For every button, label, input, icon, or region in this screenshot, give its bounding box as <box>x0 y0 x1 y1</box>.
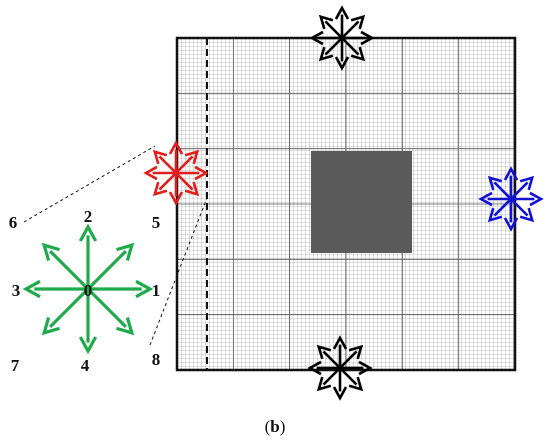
direction-label-1: 1 <box>152 281 161 300</box>
stencil-arrow-shaft-5 <box>510 181 529 200</box>
stencil-arrow-shaft-6 <box>322 350 341 369</box>
detail-stencil-icon <box>22 223 154 355</box>
stencil-arrow-head-5 <box>184 149 200 165</box>
caption-close: ) <box>280 417 286 436</box>
stencil-arrow-shaft-6 <box>493 181 512 200</box>
stencil-arrow-head-8 <box>350 46 366 62</box>
caption-open: ( <box>265 417 271 436</box>
stencil-arrow-shaft-5 <box>339 350 358 369</box>
stencil-arrow-shaft-8 <box>175 172 194 191</box>
stencil-arrow-head-4 <box>334 56 350 71</box>
simulation-domain <box>175 36 517 372</box>
top-wall-stencil-icon <box>309 5 375 71</box>
stencil-arrow-head-1 <box>360 30 375 46</box>
stencil-arrow-head-3 <box>143 165 158 181</box>
stencil-arrow-shaft-5 <box>175 155 194 174</box>
stencil-arrow-shaft-8 <box>339 367 358 386</box>
stencil-arrow-head-3 <box>309 30 324 46</box>
stencil-arrow-head-7 <box>41 317 60 336</box>
stencil-arrow-head-2 <box>503 166 519 181</box>
stencil-arrow-head-1 <box>358 360 373 376</box>
stencil-arrow-shaft-6 <box>324 20 343 39</box>
stencil-arrow-head-4 <box>503 217 519 232</box>
stencil-arrow-head-8 <box>184 181 200 197</box>
inlet-stencil-icon <box>143 140 209 206</box>
stencil-arrow-head-7 <box>318 46 334 62</box>
stencil-arrow-shaft-8 <box>341 37 360 56</box>
stencil-arrow-head-2 <box>334 5 350 20</box>
stencil-arrow-head-4 <box>168 191 184 206</box>
stencil-arrow-head-5 <box>350 14 366 30</box>
stencil-arrow-shaft-5 <box>341 20 360 39</box>
stencil-arrow-head-5 <box>116 242 135 261</box>
zoom-line-top <box>23 145 156 223</box>
stencil-arrow-head-7 <box>487 207 503 223</box>
stencil-arrow-head-5 <box>348 344 364 360</box>
stencil-arrow-head-6 <box>41 242 60 261</box>
stencil-arrow-head-8 <box>519 207 535 223</box>
stencil-arrow-shaft-7 <box>322 367 341 386</box>
stencil-arrow-shaft-7 <box>158 172 177 191</box>
stencil-arrow-shaft-6 <box>158 155 177 174</box>
stencil-arrow-head-2 <box>78 223 98 242</box>
zoom-connector <box>23 145 208 346</box>
stencil-arrow-head-3 <box>307 360 322 376</box>
stencil-arrow-head-6 <box>152 149 168 165</box>
obstacle-square <box>311 151 412 253</box>
stencil-arrow-shaft-7 <box>493 198 512 217</box>
outlet-stencil-icon <box>478 166 544 232</box>
bottom-wall-stencil-icon <box>307 335 373 401</box>
stencil-arrow-head-6 <box>487 175 503 191</box>
stencil-arrow-shaft-8 <box>510 198 529 217</box>
direction-label-2: 2 <box>84 207 93 226</box>
figure-caption: (b) <box>265 417 286 436</box>
direction-label-8: 8 <box>152 350 161 369</box>
direction-label-3: 3 <box>12 281 21 300</box>
stencil-arrow-head-6 <box>318 14 334 30</box>
stencil-arrow-head-8 <box>116 317 135 336</box>
stencil-arrow-shaft-7 <box>48 287 90 329</box>
stencil-arrow-shaft-6 <box>48 249 90 291</box>
direction-label-7: 7 <box>11 356 20 375</box>
stencil-arrow-head-8 <box>348 376 364 392</box>
stencil-arrow-head-3 <box>478 191 493 207</box>
stencil-arrow-head-4 <box>332 386 348 401</box>
stencil-arrow-head-1 <box>529 191 544 207</box>
stencil-arrow-head-5 <box>519 175 535 191</box>
stencil-arrow-head-6 <box>316 344 332 360</box>
stencil-arrow-shaft-5 <box>86 249 128 291</box>
direction-label-6: 6 <box>9 213 18 232</box>
zoom-line-bottom <box>149 197 208 346</box>
direction-label-4: 4 <box>81 356 90 375</box>
direction-labels: 0 1 2 3 4 5 6 7 8 <box>9 207 161 375</box>
stencil-arrow-head-4 <box>78 336 98 355</box>
direction-label-0: 0 <box>84 281 93 300</box>
caption-letter: b <box>270 417 279 436</box>
stencil-arrow-head-3 <box>22 279 41 299</box>
stencil-arrow-shaft-7 <box>324 37 343 56</box>
direction-label-5: 5 <box>152 213 161 232</box>
stencil-arrow-head-1 <box>135 279 154 299</box>
stencil-arrow-head-2 <box>168 140 184 155</box>
stencil-arrow-head-7 <box>152 181 168 197</box>
stencil-arrow-head-1 <box>194 165 209 181</box>
stencil-arrow-head-2 <box>332 335 348 350</box>
stencil-arrow-shaft-8 <box>86 287 128 329</box>
stencil-arrow-head-7 <box>316 376 332 392</box>
